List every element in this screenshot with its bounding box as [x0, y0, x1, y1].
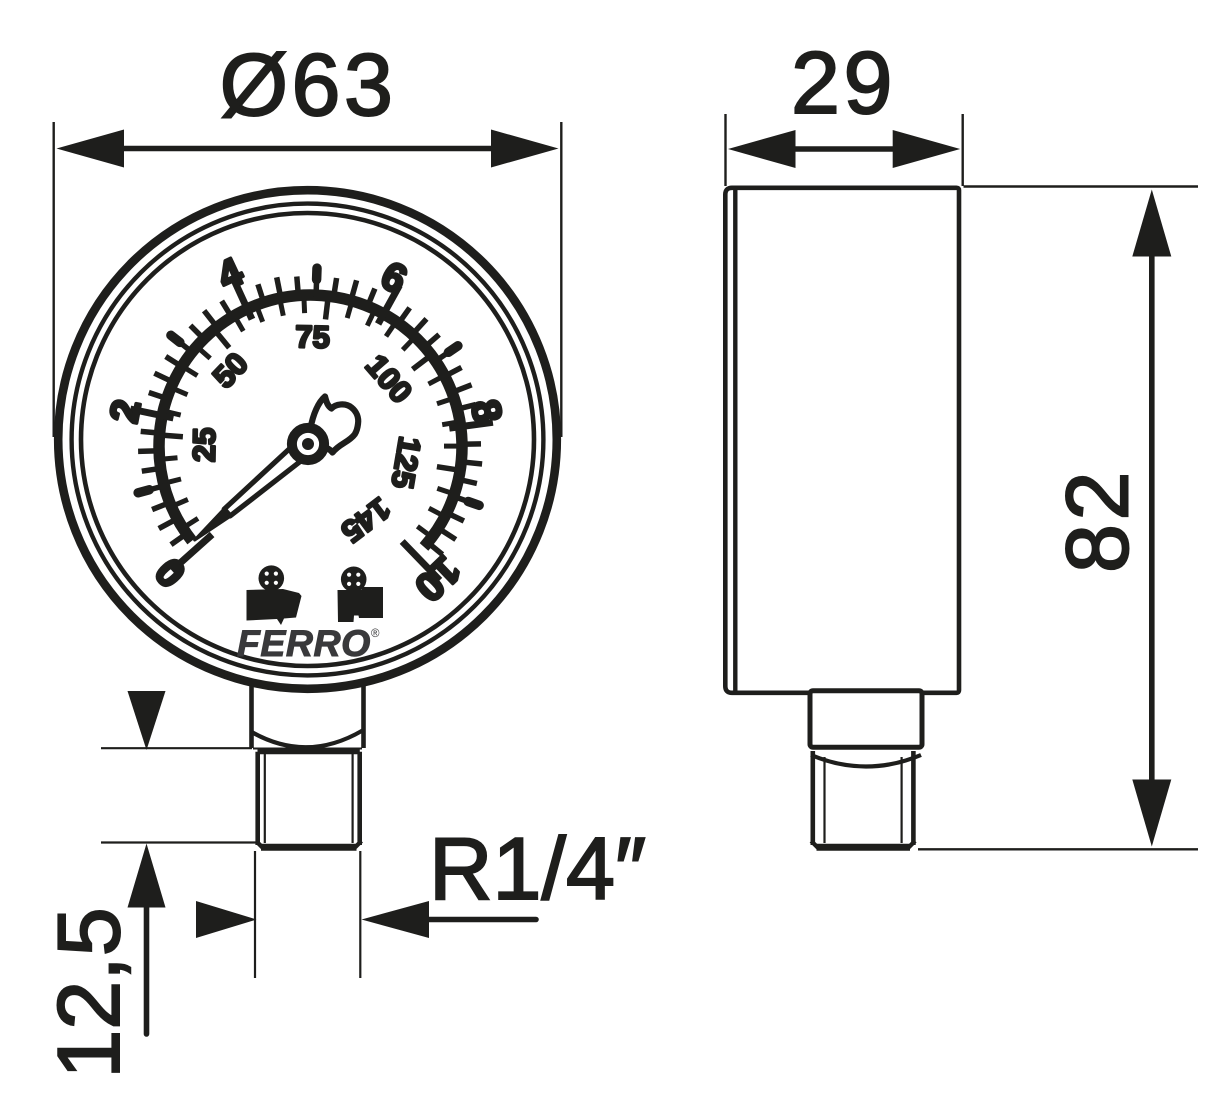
svg-text:50: 50	[206, 346, 255, 395]
svg-text:4: 4	[211, 249, 250, 299]
svg-text:6: 6	[374, 253, 413, 302]
svg-text:8: 8	[462, 396, 510, 426]
svg-text:75: 75	[295, 319, 330, 355]
svg-text:82: 82	[1048, 468, 1147, 573]
svg-text:29: 29	[791, 33, 896, 132]
svg-text:2: 2	[102, 396, 149, 426]
svg-text:25: 25	[187, 427, 223, 462]
svg-text:145: 145	[335, 490, 397, 549]
svg-text:12,5: 12,5	[39, 907, 138, 1078]
svg-text:Ø63: Ø63	[220, 35, 397, 134]
svg-text:FERRO: FERRO	[237, 622, 371, 664]
svg-text:100: 100	[359, 348, 419, 410]
svg-text:®: ®	[371, 628, 380, 640]
svg-text:125: 125	[384, 434, 427, 491]
svg-text:R1/4″: R1/4″	[429, 819, 646, 918]
